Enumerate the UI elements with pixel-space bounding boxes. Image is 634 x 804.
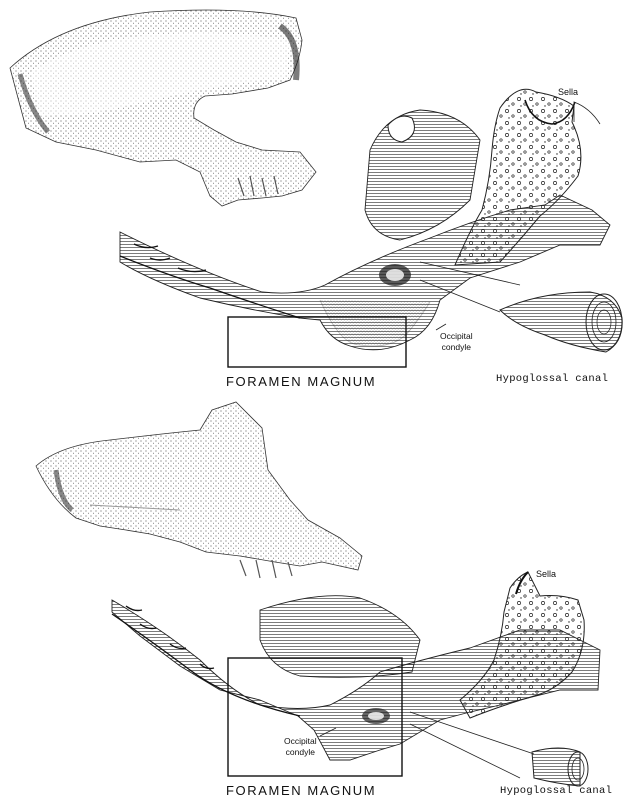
occipital-condyle-label-top: Occipital condyle [440,332,473,351]
top-panel [10,10,622,367]
condyle-pointer-top [436,324,446,330]
bottom-panel [36,402,600,786]
sella-label-bottom: Sella [536,570,556,579]
hypoglossal-canal-drawing-bottom [532,748,588,786]
hypoglossal-canal-drawing-top [500,292,622,352]
occipital-condyle-label-top-line1: Occipital [440,332,473,341]
foramen-magnum-caption-bottom: FORAMEN MAGNUM [226,784,376,797]
hypoglossal-canal-caption-top: Hypoglossal canal [496,374,608,385]
skull-sketch-top [10,10,316,206]
occipital-condyle-label-bottom-line1: Occipital [284,737,317,746]
hypoglossal-canal-caption-bottom: Hypoglossal canal [500,786,612,797]
sella-label-top: Sella [558,88,578,97]
occipital-condyle-label-top-line2: condyle [440,343,473,352]
foramen-magnum-caption-top: FORAMEN MAGNUM [226,375,376,388]
occipital-condyle-label-bottom-line2: condyle [284,748,317,757]
skull-sketch-bottom [36,402,362,578]
occipital-condyle-label-bottom: Occipital condyle [284,737,317,756]
